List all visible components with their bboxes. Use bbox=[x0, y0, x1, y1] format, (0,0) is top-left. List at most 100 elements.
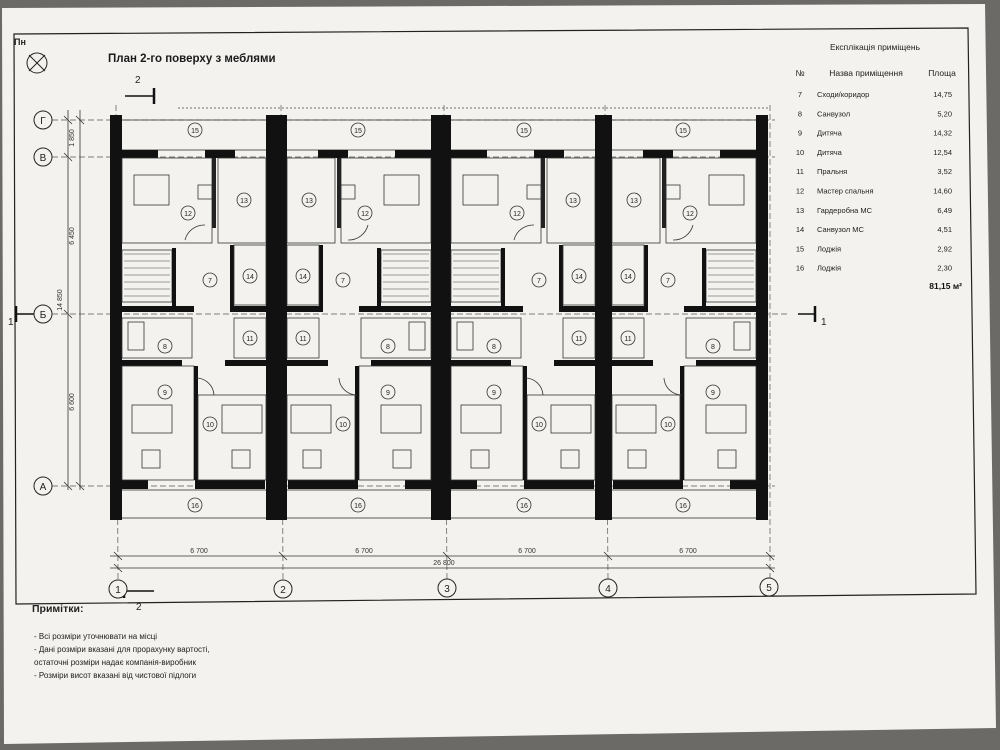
room-number-14-marker bbox=[620, 268, 636, 284]
room-14-outline bbox=[562, 244, 596, 306]
room-number-12-marker bbox=[180, 205, 196, 221]
room-number-16-marker bbox=[675, 497, 691, 513]
room-number-10-marker bbox=[335, 416, 351, 432]
room-number-7-marker bbox=[531, 272, 547, 288]
bed-9 bbox=[705, 404, 747, 434]
room-number-13-marker bbox=[565, 192, 581, 208]
section-mark-left-label: 1 bbox=[8, 317, 14, 328]
explication-row-no: 16 bbox=[796, 264, 804, 273]
room-number-11: 11 bbox=[246, 336, 253, 343]
wall-bath-8-top bbox=[359, 306, 431, 312]
explication-row-area: 14,75 bbox=[933, 90, 952, 99]
wall-top-b bbox=[318, 150, 348, 158]
explication-row-name: Дитяча bbox=[817, 148, 843, 157]
section-mark-top-label: 2 bbox=[135, 75, 141, 86]
room-number-16-marker bbox=[516, 497, 532, 513]
dim-label-vertical-total: 14 850 bbox=[57, 289, 64, 311]
room-number-15-marker bbox=[187, 122, 203, 138]
room-number-12: 12 bbox=[513, 211, 521, 218]
explication-row-no: 14 bbox=[796, 225, 804, 234]
explication-row-no: 11 bbox=[796, 167, 804, 176]
door-swing bbox=[338, 377, 358, 396]
axis-label-5: 5 bbox=[766, 583, 772, 594]
desk-10 bbox=[231, 449, 251, 469]
explication-table: Експлікація приміщень № Назва приміщення… bbox=[795, 42, 962, 291]
room-number-13: 13 bbox=[305, 198, 313, 205]
corridor-wall-b bbox=[644, 245, 648, 310]
bed-9 bbox=[460, 404, 502, 434]
chair-12 bbox=[665, 184, 681, 200]
room-number-10-marker bbox=[660, 416, 676, 432]
room-11-outline bbox=[562, 317, 596, 359]
room-14-outline bbox=[611, 244, 645, 306]
bathtub-8 bbox=[127, 321, 145, 351]
explication-row-no: 15 bbox=[796, 244, 804, 253]
notes-title: Примітки: bbox=[32, 603, 83, 615]
explication-row-no: 7 bbox=[798, 90, 802, 99]
room-number-7: 7 bbox=[341, 278, 345, 285]
wall-bottom-b bbox=[288, 480, 358, 489]
wall-mid-a bbox=[122, 360, 182, 366]
wall-top-a bbox=[447, 150, 487, 158]
room-number-15: 15 bbox=[679, 128, 687, 135]
room-number-7: 7 bbox=[537, 278, 541, 285]
explication-row-area: 2,30 bbox=[937, 264, 952, 273]
corridor-wall-a bbox=[501, 248, 505, 308]
explication-row-name: Дитяча bbox=[817, 129, 843, 138]
note-line-2: - Дані розміри вказані для прорахунку ва… bbox=[34, 645, 210, 654]
room-number-13-marker bbox=[301, 192, 317, 208]
wall-bath-8-top bbox=[451, 306, 523, 312]
wall-9-10 bbox=[680, 366, 684, 480]
explication-row-no: 13 bbox=[796, 206, 804, 215]
note-line-1: - Всі розміри уточнювати на місці bbox=[34, 632, 157, 641]
room-number-12-marker bbox=[509, 205, 525, 221]
bathtub-8 bbox=[408, 321, 426, 351]
room-number-10-marker bbox=[531, 416, 547, 432]
wall-top-b bbox=[205, 150, 235, 158]
door-swing bbox=[184, 224, 206, 241]
room-13-outline bbox=[286, 157, 336, 244]
explication-row-name: Сходи/коридор bbox=[817, 90, 869, 99]
wall-bottom-a bbox=[118, 480, 148, 489]
axis-bubbles-letters: Г В Б А bbox=[33, 110, 53, 496]
dim-label-bay-2: 6 700 bbox=[355, 548, 373, 555]
building-units: 1516121371481191015161213714811910151612… bbox=[110, 115, 768, 520]
explication-row-area: 4,51 bbox=[937, 225, 952, 234]
room-number-12-marker bbox=[357, 205, 373, 221]
room-number-13: 13 bbox=[630, 198, 638, 205]
notes-block: Примітки: - Всі розміри уточнювати на мі… bbox=[32, 603, 210, 680]
corridor-wall-b bbox=[230, 245, 234, 310]
wall-bath-8-top bbox=[684, 306, 756, 312]
axis-label-G: Г bbox=[40, 116, 46, 127]
room-number-7-marker bbox=[335, 272, 351, 288]
vertical-dimension-lines bbox=[63, 110, 85, 491]
wall-bottom-a bbox=[405, 480, 435, 489]
dim-label-bay-1: 6 700 bbox=[190, 548, 208, 555]
north-label: Пн bbox=[14, 37, 26, 47]
note-line-3: остаточні розміри надає компанія-виробни… bbox=[34, 658, 197, 667]
room-number-16: 16 bbox=[354, 503, 362, 510]
wall-bottom-a bbox=[447, 480, 477, 489]
room-number-15-marker bbox=[675, 122, 691, 138]
wall-9-10 bbox=[194, 366, 198, 480]
corridor-wall-a bbox=[172, 248, 176, 308]
room-number-13-marker bbox=[626, 192, 642, 208]
explication-row-no: 10 bbox=[796, 148, 804, 157]
explication-row-name: Санвузол bbox=[817, 109, 850, 118]
room-number-11-marker bbox=[571, 330, 587, 346]
room-number-9-marker bbox=[157, 384, 173, 400]
section-mark-bottom-label: 2 bbox=[136, 602, 142, 613]
room-10-outline bbox=[197, 394, 267, 481]
room-11-outline bbox=[233, 317, 267, 359]
room-number-7: 7 bbox=[208, 278, 212, 285]
door-swing bbox=[513, 224, 535, 241]
party-wall-left bbox=[110, 115, 122, 520]
horizontal-dimension-lines bbox=[110, 551, 775, 573]
explication-header-area: Площа bbox=[928, 68, 956, 78]
dim-label-vertical-1: 1 850 bbox=[69, 129, 76, 147]
explication-row-name: Гардеробна МС bbox=[817, 206, 873, 215]
explication-title: Експлікація приміщень bbox=[830, 42, 921, 52]
room-number-9: 9 bbox=[163, 390, 167, 397]
